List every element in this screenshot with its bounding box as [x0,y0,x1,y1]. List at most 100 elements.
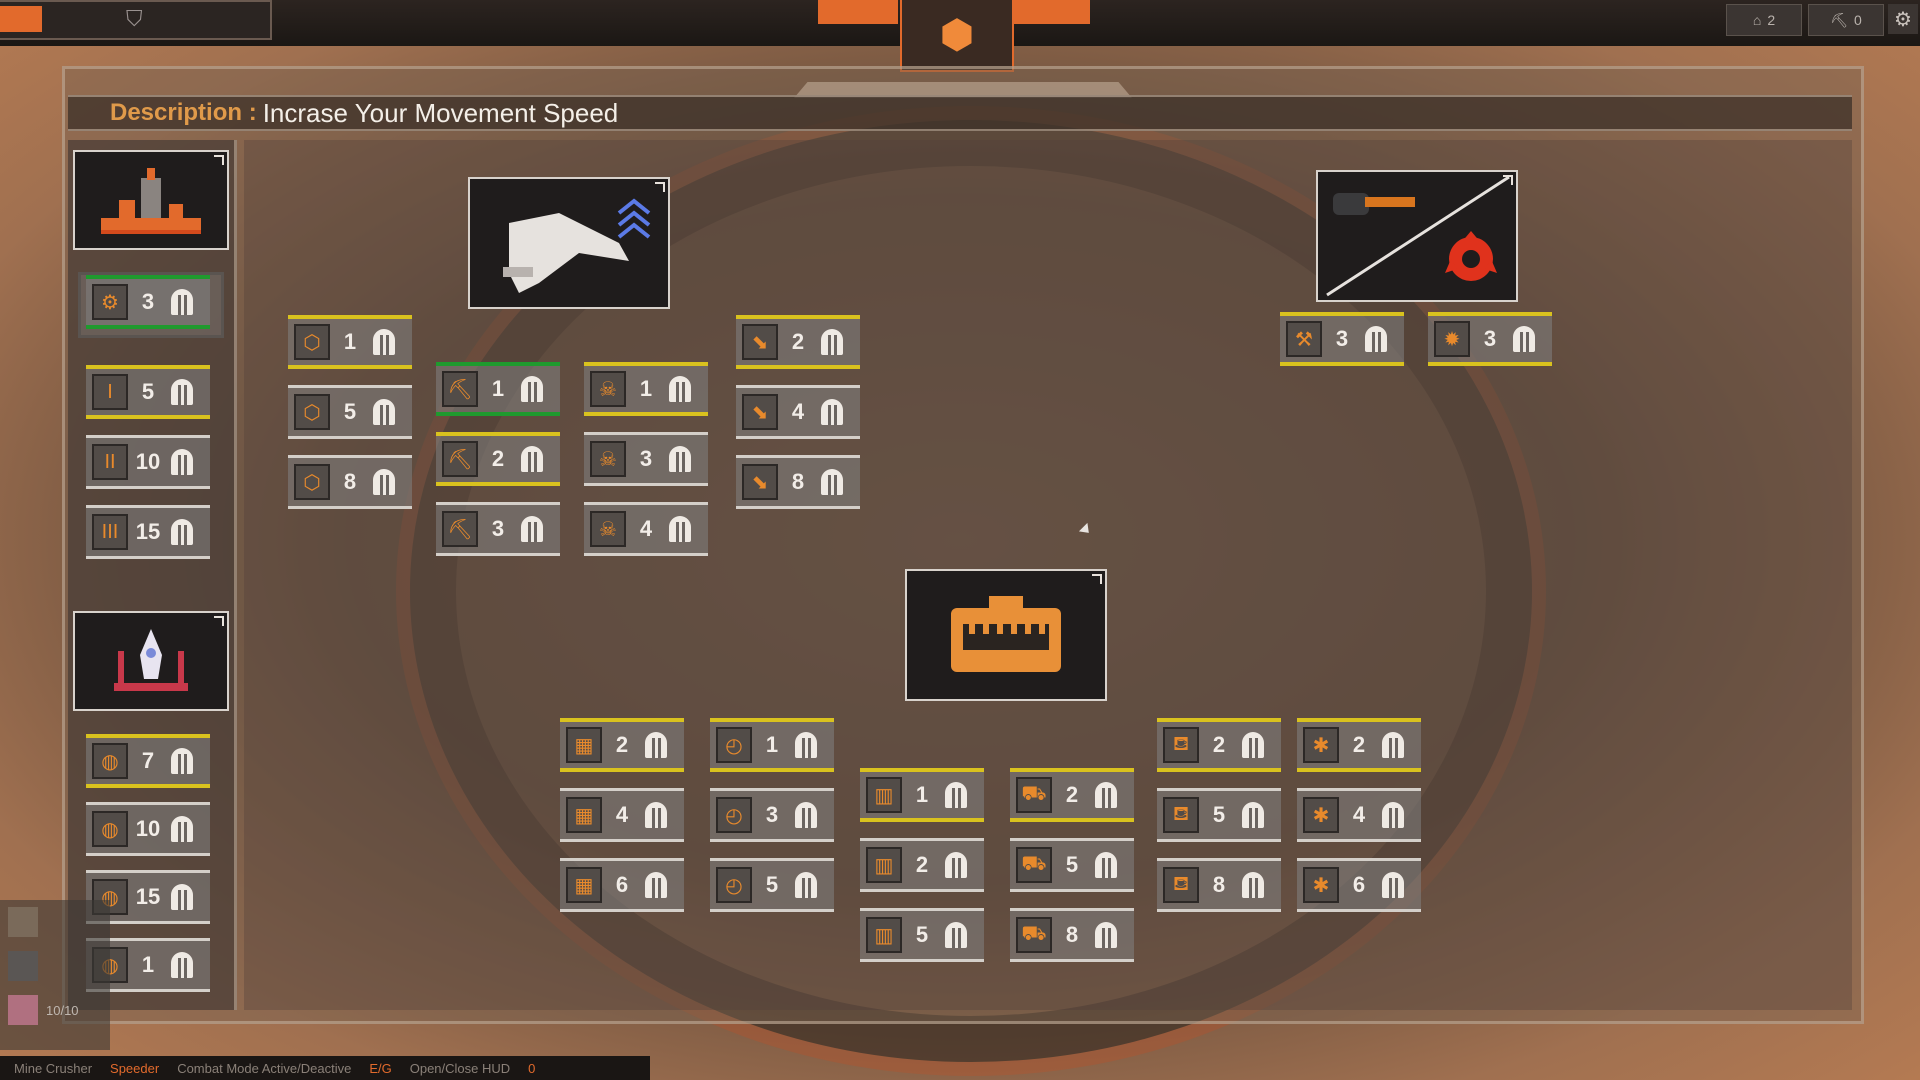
shield-icon: ⬡ [294,324,330,360]
upgrade-cost: 2 [1352,732,1366,757]
mining-column-slot[interactable]: ⛏3 [436,502,560,556]
upgrade-cost: 8 [1065,922,1079,947]
upgrade-cost: 8 [791,469,805,494]
shard-icon [1379,730,1409,760]
health-bar-fill [0,6,42,32]
upgrade-cost: 3 [639,446,653,471]
shard-icon [642,730,672,760]
shard-icon [168,377,198,407]
cart-column-slot[interactable]: ⛾5 [1157,788,1281,842]
truck-timer-column-slot[interactable]: ⛟5 [1010,838,1134,892]
drill-weapon-icon [1326,175,1510,297]
shield-column-slot[interactable]: ⬡8 [288,455,412,509]
crusher-teeth-column-slot[interactable]: ▥1 [860,768,984,822]
pickaxe-icon: ⛏ [1830,11,1848,28]
truck-timer-column-slot[interactable]: ⛟8 [1010,908,1134,962]
crusher-growth-icon: ▦ [566,867,602,903]
crusher-emblem-icon: ⬢ [900,0,1014,72]
cart-column-slot[interactable]: ⛾2 [1157,718,1281,772]
crusher-teeth-icon: ▥ [866,917,902,953]
card-corner-icon [1503,175,1513,185]
upgrade-cost: 2 [915,852,929,877]
boot-icon: ⬊ [742,394,778,430]
factory-icon [101,168,201,234]
spider-column-slot[interactable]: ✱4 [1297,788,1421,842]
drill-weapon-card[interactable] [1316,170,1518,302]
shard-icon [370,467,400,497]
upgrade-cost: 5 [141,379,155,404]
spider-column-slot[interactable]: ✱2 [1297,718,1421,772]
resource-count: 10/10 [46,1002,79,1018]
spider-icon: ✱ [1303,867,1339,903]
shard-icon [942,780,972,810]
ore-icon [8,907,38,937]
resource-house: ⌂2 [1726,4,1802,36]
shard-icon [666,444,696,474]
mining-column-slot[interactable]: ⛏2 [436,432,560,486]
shard-icon [666,374,696,404]
cart-column-slot[interactable]: ⛾8 [1157,858,1281,912]
boot-icon: ⬊ [742,324,778,360]
sidebar-top-upgrade-slot[interactable]: ⚙3 [86,275,210,329]
crusher-timer-icon: ◴ [716,867,752,903]
panel-tab [794,82,1132,98]
crusher-growth-column-slot[interactable]: ▦2 [560,718,684,772]
crusher-timer-icon: ◴ [716,727,752,763]
mech-leg-upgrade-card[interactable] [468,177,670,309]
crusher-timer-column-slot[interactable]: ◴5 [710,858,834,912]
crusher-timer-column-slot[interactable]: ◴1 [710,718,834,772]
crusher-growth-column-slot[interactable]: ▦4 [560,788,684,842]
factory-category-card[interactable] [73,150,229,250]
shard-icon [642,800,672,830]
crusher-teeth-icon: ▥ [866,847,902,883]
speed-column-slot[interactable]: ⬊2 [736,315,860,369]
crusher-teeth-column-slot[interactable]: ▥2 [860,838,984,892]
sidebar-bottom-upgrade-slot[interactable]: ◍7 [86,734,210,788]
bottom-hud-bar: Mine Crusher Speeder Combat Mode Active/… [0,1056,650,1080]
crusher-machine-card[interactable] [905,569,1107,701]
hud-mine-crusher: Mine Crusher [14,1060,93,1076]
cart-icon: ⛾ [1163,867,1199,903]
tier-1-icon: I [92,374,128,410]
mining-icon: ⛏ [442,371,478,407]
speed-column-slot[interactable]: ⬊8 [736,455,860,509]
shard-icon [1239,870,1269,900]
shield-column-slot[interactable]: ⬡1 [288,315,412,369]
boot-icon: ⬊ [742,464,778,500]
upgrade-cost: 6 [1352,872,1366,897]
crusher-timer-column-slot[interactable]: ◴3 [710,788,834,842]
crusher-growth-column-slot[interactable]: ▦6 [560,858,684,912]
shield-column-slot[interactable]: ⬡5 [288,385,412,439]
speed-column-slot[interactable]: ⬊4 [736,385,860,439]
upgrade-cost: 2 [615,732,629,757]
saw-column-slot[interactable]: ✹3 [1428,312,1552,366]
settings-gear-icon[interactable]: ⚙ [1888,4,1918,34]
tier-2-icon: II [92,444,128,480]
upgrade-cost: 15 [135,884,161,909]
skull-column-slot[interactable]: ☠3 [584,432,708,486]
drill-column-slot[interactable]: ⚒3 [1280,312,1404,366]
mining-column-slot[interactable]: ⛏1 [436,362,560,416]
mining-icon: ⛏ [442,441,478,477]
crusher-growth-icon: ▦ [566,727,602,763]
crusher-teeth-column-slot[interactable]: ▥5 [860,908,984,962]
house-icon: ⌂ [1752,12,1762,28]
skull-column-slot[interactable]: ☠1 [584,362,708,416]
upgrade-cost: 4 [639,516,653,541]
sidebar-bottom-upgrade-slot[interactable]: ◍10 [86,802,210,856]
upgrade-cost: 4 [615,802,629,827]
rocket-category-card[interactable] [73,611,229,711]
resource-pickaxe-value: 0 [1853,12,1862,28]
upgrade-cost: 3 [1335,326,1349,351]
shard-icon [1239,730,1269,760]
drill-icon: ⚒ [1286,321,1322,357]
emblem-wing-left [818,0,898,24]
truck-timer-column-slot[interactable]: ⛟2 [1010,768,1134,822]
spider-column-slot[interactable]: ✱6 [1297,858,1421,912]
shard-icon [942,850,972,880]
skull-column-slot[interactable]: ☠4 [584,502,708,556]
shard-icon [818,327,848,357]
